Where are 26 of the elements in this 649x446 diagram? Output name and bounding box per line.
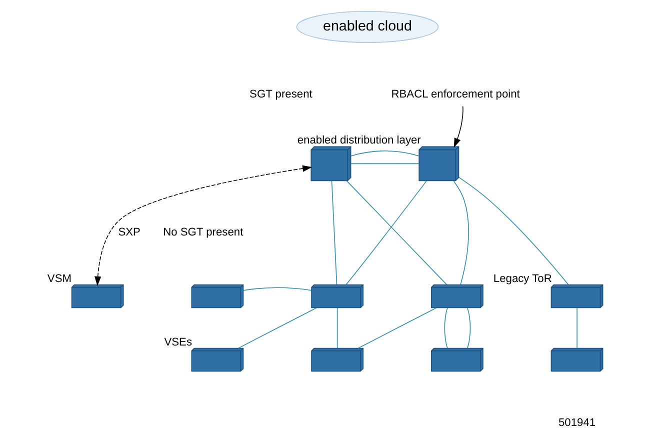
connector xyxy=(336,307,338,348)
connector xyxy=(444,307,448,348)
connector xyxy=(458,176,568,285)
edge-label: SXP xyxy=(118,226,140,239)
connector xyxy=(345,180,426,285)
connector xyxy=(346,180,447,286)
connector xyxy=(350,163,419,164)
label: 501941 xyxy=(558,417,596,430)
node-label: enabled distribution layer xyxy=(296,134,420,147)
label: No SGT present xyxy=(162,226,243,239)
connector xyxy=(576,307,577,348)
connector xyxy=(452,180,468,286)
connector xyxy=(350,150,419,156)
node-label: Legacy ToR xyxy=(492,272,552,285)
node-label: VSEs xyxy=(164,336,192,348)
label: SGT present xyxy=(249,88,312,101)
node-ellipse: enabled cloud xyxy=(296,10,438,43)
connector xyxy=(466,307,470,348)
connector xyxy=(237,307,316,349)
arrow xyxy=(94,165,312,286)
connector xyxy=(330,180,337,286)
arrow xyxy=(453,106,463,148)
connector xyxy=(242,287,312,291)
node-label: VSM xyxy=(46,272,72,285)
connector xyxy=(357,307,436,349)
node-text: RBACL enforcement point xyxy=(390,88,520,101)
